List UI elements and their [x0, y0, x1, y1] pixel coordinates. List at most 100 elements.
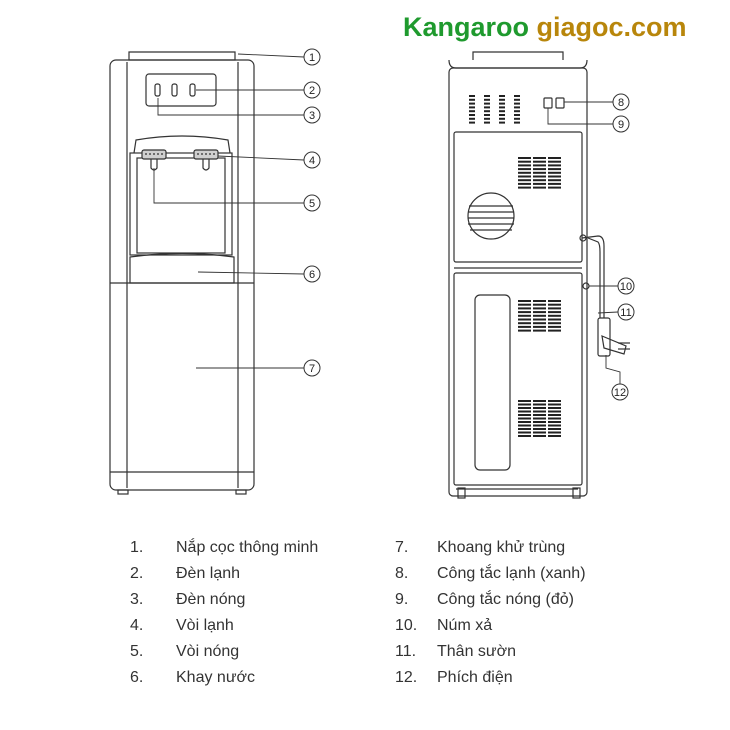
vent-slot — [548, 407, 561, 409]
legend-item: 8.Công tắc lạnh (xanh) — [395, 561, 586, 587]
vent-slot — [518, 171, 531, 174]
callout-3: 3 — [303, 106, 321, 124]
vent-slot — [518, 421, 531, 423]
legend-item-label: Thân sườn — [437, 643, 517, 660]
vent-slot — [518, 314, 531, 317]
vent-slot — [518, 179, 531, 182]
vent-slot — [533, 300, 546, 302]
vent-slot — [548, 435, 561, 437]
legend-item-label: Nắp cọc thông minh — [176, 539, 319, 556]
vent-slot — [533, 175, 546, 178]
legend-item: 10.Núm xả — [395, 613, 586, 639]
legend-item-label: Khay nước — [176, 669, 256, 686]
vent-slot — [533, 164, 546, 167]
legend-item-number: 5. — [130, 643, 144, 660]
vent-slot — [518, 428, 531, 430]
callout-6: 6 — [303, 265, 321, 283]
vent-slot — [548, 303, 561, 306]
callout-number: 3 — [309, 110, 315, 122]
vent-slot — [514, 106, 520, 109]
vent-slot — [518, 322, 531, 325]
callout-5: 5 — [303, 194, 321, 212]
legend-item-number: 3. — [130, 591, 144, 608]
vent-slot — [533, 314, 546, 317]
callout-circle — [617, 277, 635, 295]
vent-slot — [533, 186, 546, 189]
vent-slot — [469, 110, 475, 113]
vent-slot — [518, 325, 531, 328]
vent-slot — [518, 160, 531, 163]
vent-slot — [533, 403, 546, 406]
vent-slot — [533, 179, 546, 182]
vent-slot — [518, 407, 531, 409]
legend-item-number: 1. — [130, 539, 144, 556]
vent-slot — [533, 307, 546, 310]
vent-slot — [518, 175, 531, 178]
legend-item: 12.Phích điện — [395, 665, 586, 691]
vent-slot — [548, 168, 561, 171]
vent-slot — [533, 171, 546, 174]
callout-number: 5 — [309, 198, 315, 210]
brand-name: Kangaroo — [403, 12, 530, 42]
vent-slot — [514, 114, 520, 116]
callout-4: 4 — [303, 151, 321, 169]
callout-7: 7 — [303, 359, 321, 377]
vent-slot — [518, 417, 531, 420]
legend-item-label: Phích điện — [437, 669, 513, 686]
vent-slot — [533, 435, 546, 437]
vent-slot — [484, 98, 490, 101]
vent-slot — [533, 311, 546, 314]
vent-slot — [514, 98, 520, 101]
vent-slot — [548, 403, 561, 406]
vent-slot — [499, 114, 505, 116]
vent-slot — [548, 182, 561, 185]
callout-circle — [617, 303, 635, 321]
vent-slot — [499, 121, 505, 124]
vent-slot — [548, 421, 561, 423]
vent-slot — [518, 435, 531, 437]
callout-number: 2 — [309, 85, 315, 97]
vent-slot — [518, 424, 531, 427]
vent-slot — [518, 157, 531, 159]
legend-item-label: Công tắc nóng (đỏ) — [437, 591, 574, 608]
callout-2: 2 — [303, 81, 321, 99]
callout-number: 4 — [309, 155, 315, 167]
vent-slot — [548, 164, 561, 167]
vent-slot — [484, 114, 490, 116]
vent-slot — [533, 431, 546, 434]
vent-slot — [484, 110, 490, 113]
vent-slot — [548, 318, 561, 321]
vent-slot — [514, 121, 520, 124]
legend-item-label: Đèn lạnh — [176, 565, 241, 582]
vent-slot — [469, 114, 475, 116]
legend-item-number: 9. — [395, 591, 409, 608]
callout-circle — [303, 81, 321, 99]
vent-slot — [499, 95, 505, 97]
legend-item-label: Vòi lạnh — [176, 617, 234, 634]
callout-number: 10 — [620, 281, 632, 293]
vent-slot — [469, 121, 475, 124]
vent-slot — [548, 171, 561, 174]
vent-slot — [548, 175, 561, 178]
legend-item-number: 7. — [395, 539, 409, 556]
vent-slot — [533, 318, 546, 321]
legend-item: 2. Đèn lạnh — [130, 561, 318, 587]
vent-slot — [484, 117, 490, 120]
vent-slot — [469, 95, 475, 97]
vent-slot — [533, 157, 546, 159]
legend-item-number: 2. — [130, 565, 144, 582]
vent-slot — [518, 431, 531, 434]
vent-slot — [518, 168, 531, 171]
vent-slot — [518, 311, 531, 314]
vent-slot — [533, 428, 546, 430]
vent-slot — [533, 329, 546, 332]
front-callouts — [153, 53, 305, 369]
vent-slot — [518, 303, 531, 306]
vent-slot — [518, 414, 531, 416]
legend-item-label: Công tắc lạnh (xanh) — [437, 565, 586, 582]
legend-item-number: 6. — [130, 669, 144, 686]
vent-slot — [548, 414, 561, 416]
vent-slot — [518, 186, 531, 189]
vent-slot — [514, 117, 520, 120]
